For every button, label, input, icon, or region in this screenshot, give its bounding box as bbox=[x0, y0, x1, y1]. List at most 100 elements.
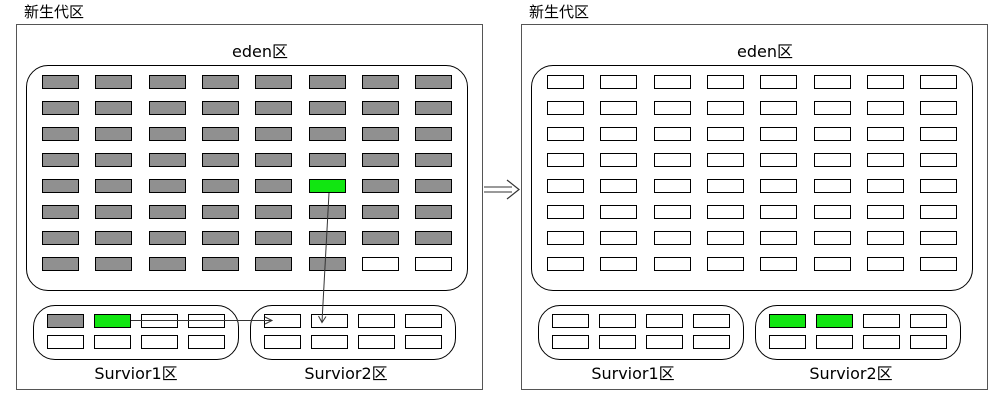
right-eden-cell bbox=[654, 101, 691, 115]
left-eden-cell bbox=[95, 205, 132, 219]
right-survivor2-cell bbox=[863, 314, 900, 328]
right-survivor1-label: Survior1区 bbox=[591, 364, 675, 383]
right-eden-cell bbox=[547, 179, 584, 193]
right-survivor2-cell bbox=[769, 335, 806, 349]
right-eden-cell bbox=[600, 231, 637, 245]
right-eden-cell bbox=[707, 127, 744, 141]
left-eden-cell bbox=[202, 153, 239, 167]
right-survivor1-cell bbox=[693, 335, 730, 349]
right-eden-cell bbox=[760, 153, 797, 167]
left-eden-cell bbox=[362, 179, 399, 193]
left-survivor1-cell bbox=[94, 314, 131, 328]
right-eden-cell bbox=[547, 153, 584, 167]
right-survivor1-cell bbox=[646, 314, 683, 328]
left-eden-cell bbox=[202, 127, 239, 141]
left-survivor2-cell bbox=[311, 314, 348, 328]
right-eden-cell bbox=[760, 179, 797, 193]
left-eden-cell bbox=[415, 127, 452, 141]
right-eden-cell bbox=[920, 231, 957, 245]
right-eden-cell bbox=[867, 179, 904, 193]
right-panel-title: 新生代区 bbox=[529, 3, 590, 21]
left-eden-cell bbox=[362, 101, 399, 115]
left-survivor2-cell bbox=[405, 314, 442, 328]
left-eden-cell bbox=[149, 257, 186, 271]
left-survivor2-cell bbox=[264, 314, 301, 328]
left-eden-cell bbox=[309, 101, 346, 115]
left-eden-cell bbox=[255, 205, 292, 219]
right-eden-cell bbox=[867, 153, 904, 167]
left-eden-cell bbox=[42, 257, 79, 271]
left-eden-cell bbox=[149, 127, 186, 141]
left-survivor2-cell bbox=[358, 335, 395, 349]
left-survivor1-label: Survior1区 bbox=[94, 364, 178, 383]
left-eden-cell bbox=[309, 179, 346, 193]
right-eden-cell bbox=[814, 75, 851, 89]
left-eden-cell bbox=[415, 205, 452, 219]
right-eden-region bbox=[531, 65, 973, 291]
left-eden-cell bbox=[149, 205, 186, 219]
right-eden-cell bbox=[654, 231, 691, 245]
left-eden-cell bbox=[362, 153, 399, 167]
left-eden-cell bbox=[42, 153, 79, 167]
left-survivor2-cell bbox=[358, 314, 395, 328]
right-survivor1-cell bbox=[552, 314, 589, 328]
left-eden-cell bbox=[309, 205, 346, 219]
left-survivor1-cell bbox=[141, 314, 178, 328]
right-eden-cell bbox=[760, 231, 797, 245]
left-survivor2-cell bbox=[311, 335, 348, 349]
left-eden-cell bbox=[202, 101, 239, 115]
right-eden-cell bbox=[600, 153, 637, 167]
left-eden-cell bbox=[95, 179, 132, 193]
right-eden-cell bbox=[654, 153, 691, 167]
right-eden-cell bbox=[654, 205, 691, 219]
right-eden-cell bbox=[547, 101, 584, 115]
left-eden-cell bbox=[202, 75, 239, 89]
left-eden-cell bbox=[255, 153, 292, 167]
right-eden-cell bbox=[600, 127, 637, 141]
right-eden-cell bbox=[547, 257, 584, 271]
right-eden-cell bbox=[707, 205, 744, 219]
right-eden-label: eden区 bbox=[737, 42, 793, 61]
left-eden-cell bbox=[95, 101, 132, 115]
left-eden-cell bbox=[255, 101, 292, 115]
left-eden-cell bbox=[255, 127, 292, 141]
right-survivor2-cell bbox=[863, 335, 900, 349]
right-eden-cell bbox=[867, 101, 904, 115]
left-eden-cell bbox=[42, 127, 79, 141]
right-eden-cell bbox=[867, 205, 904, 219]
right-survivor1-cell bbox=[693, 314, 730, 328]
left-survivor2-label: Survior2区 bbox=[304, 364, 388, 383]
left-eden-cell bbox=[149, 153, 186, 167]
right-eden-cell bbox=[760, 257, 797, 271]
right-eden-cell bbox=[707, 179, 744, 193]
left-survivor1-cell bbox=[188, 314, 225, 328]
right-eden-cell bbox=[760, 75, 797, 89]
right-survivor1-cell bbox=[646, 335, 683, 349]
right-eden-cell bbox=[600, 205, 637, 219]
right-eden-cell bbox=[814, 257, 851, 271]
left-eden-cell bbox=[149, 231, 186, 245]
right-eden-cell bbox=[707, 75, 744, 89]
right-eden-cell bbox=[920, 205, 957, 219]
right-eden-cell bbox=[867, 257, 904, 271]
left-eden-cell bbox=[95, 127, 132, 141]
left-eden-cell bbox=[149, 179, 186, 193]
right-survivor2-cell bbox=[910, 335, 947, 349]
right-eden-cell bbox=[600, 179, 637, 193]
left-eden-cell bbox=[255, 257, 292, 271]
left-eden-cell bbox=[309, 257, 346, 271]
right-eden-cell bbox=[920, 257, 957, 271]
right-eden-cell bbox=[600, 257, 637, 271]
left-eden-cell bbox=[415, 153, 452, 167]
right-eden-cell bbox=[707, 101, 744, 115]
left-eden-cell bbox=[95, 153, 132, 167]
left-eden-cell bbox=[255, 231, 292, 245]
right-eden-cell bbox=[654, 257, 691, 271]
left-eden-cell bbox=[309, 127, 346, 141]
left-survivor1-cell bbox=[188, 335, 225, 349]
left-eden-cell bbox=[202, 179, 239, 193]
right-eden-cell bbox=[600, 75, 637, 89]
left-eden-cell bbox=[202, 205, 239, 219]
left-eden-cell bbox=[202, 257, 239, 271]
right-eden-cell bbox=[920, 127, 957, 141]
